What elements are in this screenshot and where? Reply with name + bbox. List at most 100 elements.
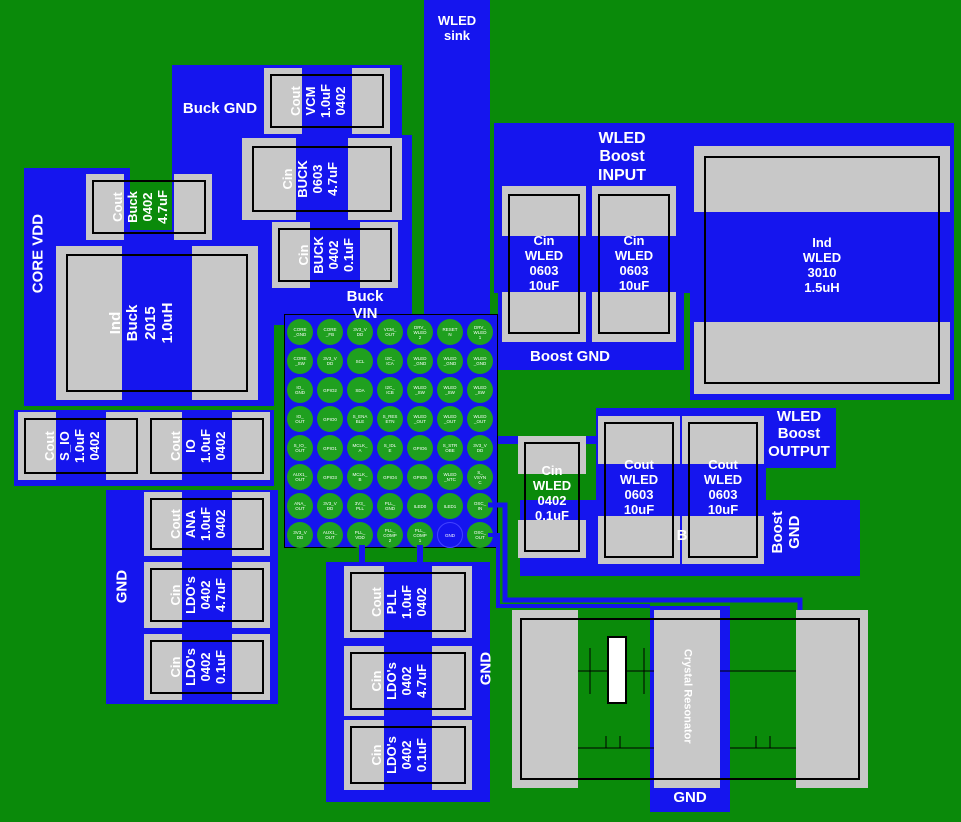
bga-ball: AUX1_ OUT: [287, 464, 313, 490]
bga-ball: MCLK_ A: [347, 435, 373, 461]
inductor-buck[interactable]: Ind Buck 2015 1.0uH: [56, 246, 258, 400]
crystal-resonator[interactable]: Crystal Resonator: [512, 610, 868, 788]
bga-ball: GND: [437, 522, 463, 548]
bga-ball: WLED _GND: [437, 348, 463, 374]
bga-ball: 3V3_ PLL: [347, 493, 373, 519]
pad: [348, 138, 402, 220]
cin-wled-small-label: Cin WLED 0402 0.1uF: [532, 463, 572, 523]
cap-cout-wled-2[interactable]: Cout WLED 0603 10uF: [682, 416, 764, 564]
bga-ball: GPIO5: [407, 464, 433, 490]
cap-cout-sio[interactable]: Cout S_IO 1.0uF 0402: [18, 412, 144, 480]
bga-ball: WLED _GND: [407, 348, 433, 374]
ind-wled-label: Ind WLED 3010 1.5uH: [802, 235, 842, 295]
cap-cin-ldo-47-center[interactable]: Cin LDO's 0402 4.7uF: [344, 646, 472, 716]
cap-cin-ldo-47-left[interactable]: Cin LDO's 0402 4.7uF: [144, 562, 270, 628]
cout-ana-label: Cout ANA 1.0uF 0402: [168, 507, 228, 541]
cap-cin-ldo-01-center[interactable]: Cin LDO's 0402 0.1uF: [344, 720, 472, 790]
bga-ball: IO_ GND: [287, 377, 313, 403]
bga-ball: VCM_ OUT: [377, 319, 403, 345]
bga-ball: AUX1_ OUT: [317, 522, 343, 548]
bga-ball: S_ENA BLE: [347, 406, 373, 432]
bga-ball: WLED _OUT: [407, 406, 433, 432]
cout-sio-label: Cout S_IO 1.0uF 0402: [42, 429, 102, 463]
label-wled-boost-input: WLED Boost INPUT: [598, 130, 646, 184]
cap-cout-io[interactable]: Cout IO 1.0uF 0402: [144, 412, 270, 480]
outline: [350, 572, 466, 632]
trace-osc-out: [488, 533, 650, 608]
cin-buck-47-label: Cin BUCK 0603 4.7uF: [280, 160, 340, 198]
cap-cin-wled-1[interactable]: Cin WLED 0603 10uF: [502, 186, 586, 342]
label-boost-gnd-right: Boost GND: [768, 511, 803, 554]
cout-vcm-label: Cout VCM 1.0uF 0402: [288, 84, 348, 118]
bga-ball: IO_ OUT: [287, 406, 313, 432]
bga-ball: 3V3_V DD: [347, 319, 373, 345]
bga-ball: GPIO1: [317, 435, 343, 461]
label-gnd-bottom: GND: [673, 789, 707, 806]
bga-ball: RESET N: [437, 319, 463, 345]
cap-cout-wled-1[interactable]: Cout WLED 0603 10uF: [598, 416, 680, 564]
crystal-body: [607, 636, 627, 704]
cap-cout-buck[interactable]: Cout Buck 0402 4.7uF: [86, 174, 212, 240]
bga-ball: DRV_ WLED 2: [407, 319, 433, 345]
bga-ball: 3V3_V DD: [467, 435, 493, 461]
crystal-label: Crystal Resonator: [681, 648, 694, 744]
outline: [598, 194, 670, 334]
bga-ball: OSC_ OUT: [467, 522, 493, 548]
bga-ball: PLL_ COMP 1: [407, 522, 433, 548]
cin-ldo-47-center-label: Cin LDO's 0402 4.7uF: [369, 662, 429, 700]
bga-ball: WLED _SW: [407, 377, 433, 403]
outline: [520, 618, 860, 780]
cap-cin-buck-47[interactable]: Cin BUCK 0603 4.7uF: [242, 138, 402, 220]
label-wled-boost-output: WLED Boost OUTPUT: [768, 408, 830, 460]
label-boost-gnd: Boost GND: [530, 348, 610, 365]
bga-ball: MCLK_ B: [347, 464, 373, 490]
label-buck-vin: Buck VIN: [346, 288, 384, 323]
bga-ball: PLL_ COMP 2: [377, 522, 403, 548]
cout-wled-2-label: Cout WLED 0603 10uF: [703, 457, 743, 517]
outline: [350, 652, 466, 710]
outline: [688, 422, 758, 558]
inductor-wled[interactable]: Ind WLED 3010 1.5uH: [694, 146, 950, 394]
label-gnd-left: GND: [113, 569, 131, 604]
cin-ldo-01-left-label: Cin LDO's 0402 0.1uF: [168, 648, 228, 686]
cout-io-label: Cout IO 1.0uF 0402: [168, 429, 228, 463]
bga-ball: PLL_ VDD: [347, 522, 373, 548]
cap-cin-ldo-01-left[interactable]: Cin LDO's 0402 0.1uF: [144, 634, 270, 700]
cin-ldo-47-left-label: Cin LDO's 0402 4.7uF: [168, 576, 228, 614]
bga-ball: PLL_ GND: [377, 493, 403, 519]
bga-ball: GPIO2: [317, 377, 343, 403]
bga-ball: ILED1: [437, 493, 463, 519]
bga-ball: GPIO0: [317, 406, 343, 432]
bga-ball: ANA_ OUT: [287, 493, 313, 519]
bga-ball: 3V3_V DD: [317, 493, 343, 519]
cap-cin-wled-2[interactable]: Cin WLED 0603 10uF: [592, 186, 676, 342]
label-boost-gnd-b: B: [676, 527, 688, 544]
outline: [150, 568, 264, 622]
bga-ball: SCL: [347, 348, 373, 374]
cap-cout-vcm[interactable]: Cout VCM 1.0uF 0402: [264, 68, 390, 134]
cin-ldo-01-center-label: Cin LDO's 0402 0.1uF: [369, 736, 429, 774]
bga-ball: WLED _GND: [467, 348, 493, 374]
copper-wled-sink: [424, 0, 490, 318]
bga-ball: I2C_ ICA: [377, 348, 403, 374]
bga-ball: S_IDL E: [377, 435, 403, 461]
cin-wled-2-label: Cin WLED 0603 10uF: [614, 233, 654, 293]
bga-ball: 3V3_V DD: [287, 522, 313, 548]
bga-ball: S_RES ETN: [377, 406, 403, 432]
bga-ball: DRV_ WLED 1: [467, 319, 493, 345]
outline: [252, 146, 392, 212]
cap-cin-wled-small[interactable]: Cin WLED 0402 0.1uF: [518, 436, 586, 558]
outline: [150, 418, 264, 474]
outline: [278, 228, 392, 282]
cap-cin-buck-01[interactable]: Cin BUCK 0402 0.1uF: [272, 222, 398, 288]
outline: [350, 726, 466, 784]
outline: [704, 156, 940, 384]
label-wled-sink: WLED sink: [437, 13, 477, 43]
cap-cout-pll[interactable]: Cout PLL 1.0uF 0402: [344, 566, 472, 638]
bga-ball: S_ VSYN C: [467, 464, 493, 490]
cap-cout-ana[interactable]: Cout ANA 1.0uF 0402: [144, 492, 270, 556]
bga-ball: 3V3_V DD: [317, 348, 343, 374]
outline: [66, 254, 248, 392]
bga-ball: CORE _GND: [287, 319, 313, 345]
